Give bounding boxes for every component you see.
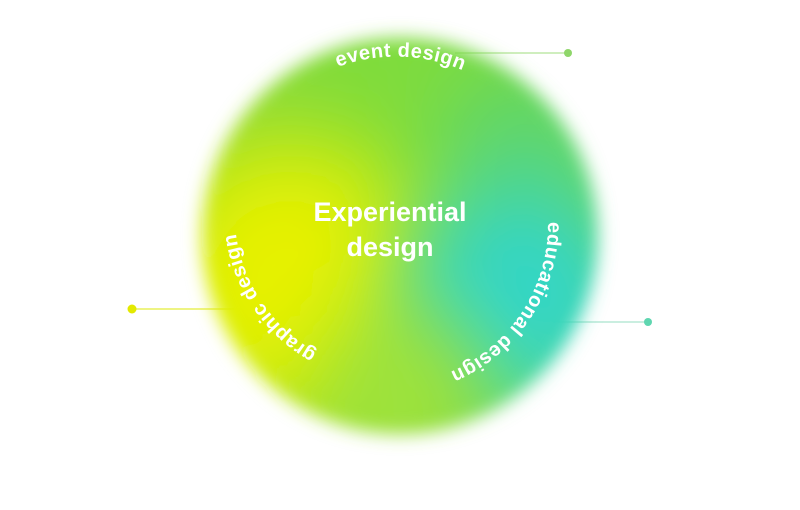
center-title: Experiential design xyxy=(250,195,530,265)
center-title-line-2: design xyxy=(346,232,434,262)
center-title-line-1: Experiential xyxy=(313,197,467,227)
connector-dot-graphic xyxy=(127,304,137,314)
connector-dot-event xyxy=(564,49,572,57)
gradient-circle xyxy=(202,38,598,434)
connector-dot-educational xyxy=(644,318,652,326)
